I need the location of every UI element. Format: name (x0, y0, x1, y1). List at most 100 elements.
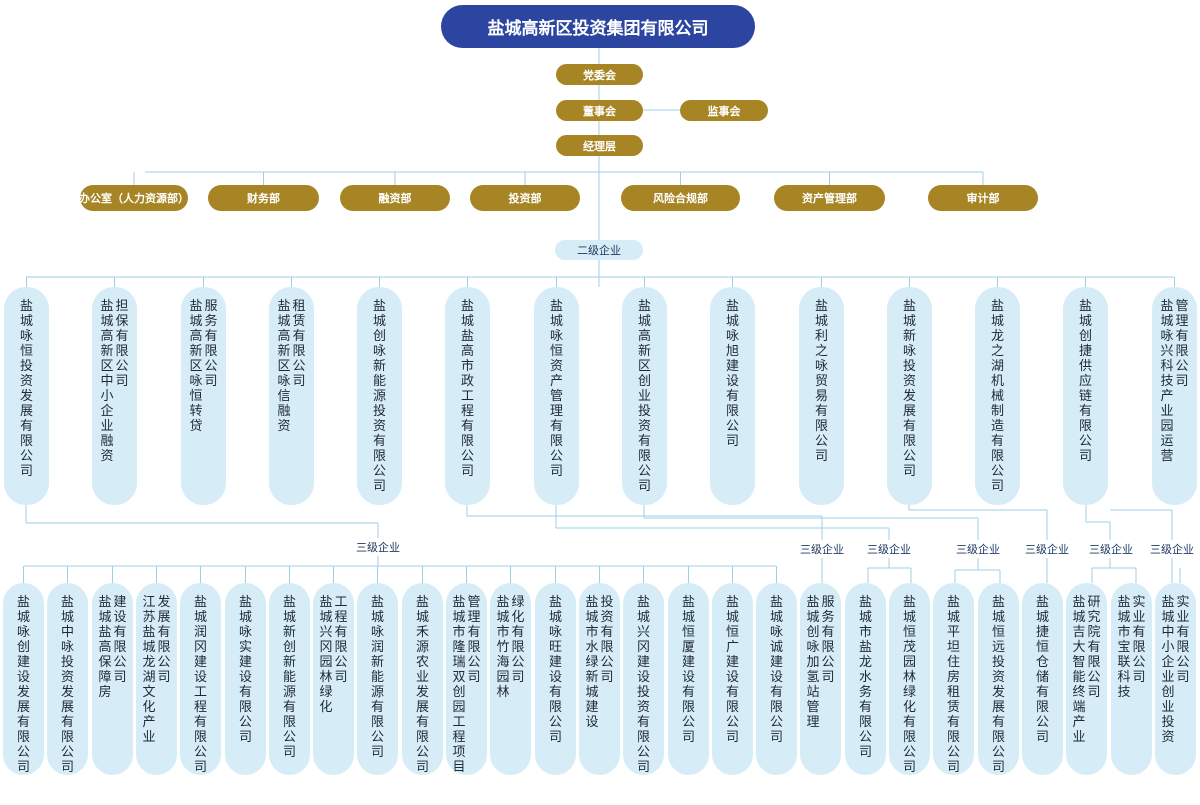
level3-company-card: 研究院有限公司盐城吉大智能终端产业 (1066, 583, 1107, 775)
card-text-column: 盐城恒广建设有限公司 (725, 595, 739, 745)
card-text-column: 盐城兴冈园林绿化 (319, 595, 333, 715)
card-text-column: 盐城恒厦建设有限公司 (681, 595, 695, 745)
level3-company-card: 盐城市盐龙水务有限公司 (845, 583, 886, 775)
card-text-column: 盐城市隆瑞双创园工程项目 (452, 595, 466, 775)
card-text-column: 发展有限公司 (157, 595, 171, 685)
card-text-column: 投资有限公司 (600, 595, 614, 685)
level3-company-card: 盐城恒茂园林绿化有限公司 (889, 583, 930, 775)
card-text-column: 盐城咏旺建设有限公司 (548, 595, 562, 745)
level2-company-card: 担保有限公司盐城高新区中小企业融资 (92, 287, 137, 505)
card-text-column: 盐城润冈建设工程有限公司 (193, 595, 207, 775)
supervisory-board-box: 监事会 (680, 100, 768, 121)
card-text-column: 绿化有限公司 (511, 595, 525, 685)
card-text-column: 盐城市盐龙水务有限公司 (858, 595, 872, 760)
level2-company-card: 管理有限公司盐城咏兴科技产业园运营 (1152, 287, 1197, 505)
level2-company-card: 盐城咏恒资产管理有限公司 (534, 287, 579, 505)
card-text-column: 实业有限公司 (1132, 595, 1146, 685)
department-box: 审计部 (928, 185, 1038, 211)
card-text-column: 管理有限公司 (1175, 299, 1189, 389)
card-text-column: 盐城盐高保障房 (98, 595, 112, 700)
card-text-column: 研究院有限公司 (1087, 595, 1101, 700)
level3-company-card: 盐城恒广建设有限公司 (712, 583, 753, 775)
card-text-column: 盐城咏创建设发展有限公司 (16, 595, 30, 775)
card-text-column: 江苏盐城龙湖文化产业 (142, 595, 156, 745)
department-box: 财务部 (208, 185, 319, 211)
card-text-column: 建设有限公司 (113, 595, 127, 685)
card-text-column: 盐城咏兴科技产业园运营 (1160, 299, 1174, 464)
card-text-column: 盐城禾源农业发展有限公司 (415, 595, 429, 775)
level3-company-card: 盐城咏润新能源有限公司 (357, 583, 398, 775)
card-text-column: 盐城龙之湖机械制造有限公司 (990, 299, 1004, 494)
level2-company-card: 盐城利之咏贸易有限公司 (799, 287, 844, 505)
level2-company-card: 服务有限公司盐城高新区咏恒转贷 (181, 287, 226, 505)
level3-label: 三级企业 (795, 540, 849, 558)
level3-label: 三级企业 (862, 540, 916, 558)
card-text-column: 服务有限公司 (204, 299, 218, 389)
card-text-column: 盐城咏实建设有限公司 (238, 595, 252, 745)
card-text-column: 盐城咏恒资产管理有限公司 (549, 299, 563, 479)
card-text-column: 盐城咏润新能源有限公司 (370, 595, 384, 760)
card-text-column: 盐城恒茂园林绿化有限公司 (902, 595, 916, 775)
level3-company-card: 盐城咏诚建设有限公司 (756, 583, 797, 775)
level2-company-card: 盐城创咏新能源投资有限公司 (357, 287, 402, 505)
card-text-column: 盐城咏旭建设有限公司 (725, 299, 739, 449)
level3-company-card: 盐城咏创建设发展有限公司 (3, 583, 44, 775)
card-text-column: 盐城咏诚建设有限公司 (769, 595, 783, 745)
card-text-column: 盐城捷恒仓储有限公司 (1035, 595, 1049, 745)
department-box: 投资部 (470, 185, 580, 211)
level2-company-card: 盐城盐高市政工程有限公司 (445, 287, 490, 505)
level3-company-card: 盐城平坦住房租赁有限公司 (933, 583, 974, 775)
card-text-column: 管理有限公司 (467, 595, 481, 685)
level3-company-card: 管理有限公司盐城市隆瑞双创园工程项目 (446, 583, 487, 775)
root-company: 盐城高新区投资集团有限公司 (441, 5, 755, 48)
level3-company-card: 盐城恒厦建设有限公司 (668, 583, 709, 775)
department-box: 融资部 (340, 185, 450, 211)
card-text-column: 工程有限公司 (334, 595, 348, 685)
level2-company-card: 租赁有限公司盐城高新区咏信融资 (269, 287, 314, 505)
card-text-column: 担保有限公司 (115, 299, 129, 389)
level3-company-card: 实业有限公司盐城市宝联科技 (1111, 583, 1152, 775)
level3-company-card: 盐城捷恒仓储有限公司 (1022, 583, 1063, 775)
card-text-column: 盐城市宝联科技 (1117, 595, 1131, 700)
card-text-column: 服务有限公司 (821, 595, 835, 685)
level3-label: 三级企业 (1019, 540, 1075, 558)
card-text-column: 盐城中咏投资发展有限公司 (60, 595, 74, 775)
management-box: 经理层 (556, 135, 643, 156)
level2-company-card: 盐城龙之湖机械制造有限公司 (975, 287, 1020, 505)
level3-company-card: 盐城恒远投资发展有限公司 (978, 583, 1019, 775)
level2-company-card: 盐城高新区创业投资有限公司 (622, 287, 667, 505)
level3-company-card: 发展有限公司江苏盐城龙湖文化产业 (136, 583, 177, 775)
level2-label: 二级企业 (555, 240, 643, 260)
party-committee-box: 党委会 (556, 64, 643, 85)
card-text-column: 盐城新创新能源有限公司 (282, 595, 296, 760)
level3-label: 三级企业 (348, 538, 408, 556)
card-text-column: 盐城创咏新能源投资有限公司 (372, 299, 386, 494)
card-text-column: 盐城高新区创业投资有限公司 (637, 299, 651, 494)
card-text-column: 盐城高新区咏信融资 (277, 299, 291, 434)
card-text-column: 盐城市竹海园林 (496, 595, 510, 700)
card-text-column: 盐城吉大智能终端产业 (1072, 595, 1086, 745)
level3-label: 三级企业 (1083, 540, 1139, 558)
card-text-column: 租赁有限公司 (292, 299, 306, 389)
card-text-column: 盐城创捷供应链有限公司 (1078, 299, 1092, 464)
level3-company-card: 工程有限公司盐城兴冈园林绿化 (313, 583, 354, 775)
card-text-column: 盐城咏恒投资发展有限公司 (19, 299, 33, 479)
level3-company-card: 盐城咏旺建设有限公司 (535, 583, 576, 775)
department-box: 风险合规部 (621, 185, 740, 211)
level2-company-card: 盐城创捷供应链有限公司 (1063, 287, 1108, 505)
level3-company-card: 建设有限公司盐城盐高保障房 (92, 583, 133, 775)
level3-company-card: 盐城兴冈建设投资有限公司 (623, 583, 664, 775)
level3-company-card: 服务有限公司盐城创咏加氢站管理 (800, 583, 841, 775)
level3-company-card: 投资有限公司盐城市水绿新城建设 (579, 583, 620, 775)
level2-company-card: 盐城新咏投资发展有限公司 (887, 287, 932, 505)
level3-company-card: 盐城咏实建设有限公司 (225, 583, 266, 775)
board-of-directors-box: 董事会 (556, 100, 643, 121)
card-text-column: 盐城恒远投资发展有限公司 (991, 595, 1005, 775)
card-text-column: 盐城中小企业创业投资 (1161, 595, 1175, 745)
department-box: 办公室（人力资源部） (79, 185, 189, 211)
level3-company-card: 实业有限公司盐城中小企业创业投资 (1155, 583, 1196, 775)
card-text-column: 盐城高新区中小企业融资 (100, 299, 114, 464)
level3-company-card: 盐城润冈建设工程有限公司 (180, 583, 221, 775)
level2-company-card: 盐城咏旭建设有限公司 (710, 287, 755, 505)
